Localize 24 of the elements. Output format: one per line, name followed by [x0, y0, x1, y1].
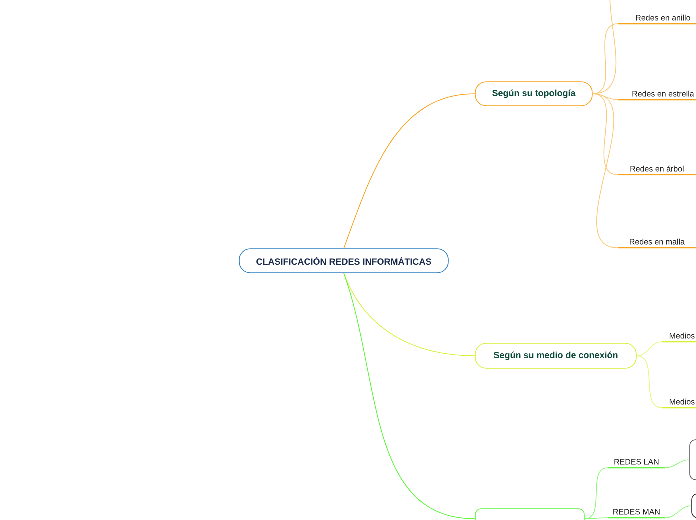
subtopic-box: Según su medio de conexión [475, 343, 637, 369]
topic-box [690, 440, 696, 480]
connector-line [584, 518, 608, 520]
topic-box: CLASIFICACIÓN REDES INFORMÁTICAS [239, 248, 449, 274]
connector-line [636, 356, 662, 408]
underlined-topic: REDES LAN [608, 459, 666, 469]
topic-box [475, 508, 585, 520]
underlined-topic: Redes en malla [618, 238, 696, 249]
underlined-topic: REDES MAN [608, 509, 666, 519]
underlined-topic: Redes en estrella [618, 90, 696, 101]
connector-line [344, 273, 476, 520]
connector-line [665, 460, 690, 468]
underlined-topic: Medios [662, 332, 696, 343]
underlined-topic: Redes en árbol [618, 166, 696, 176]
topic-box [692, 494, 696, 518]
connector-line [344, 273, 476, 356]
connector-line [636, 342, 662, 356]
connector-line [584, 468, 608, 520]
connector-line [665, 506, 692, 518]
subtopic-box: Según su topología [475, 82, 593, 106]
underlined-topic: Redes en anillo [618, 14, 696, 25]
connector-line [344, 94, 476, 249]
underlined-topic: Medios [662, 398, 696, 409]
connector-line [592, 94, 618, 248]
